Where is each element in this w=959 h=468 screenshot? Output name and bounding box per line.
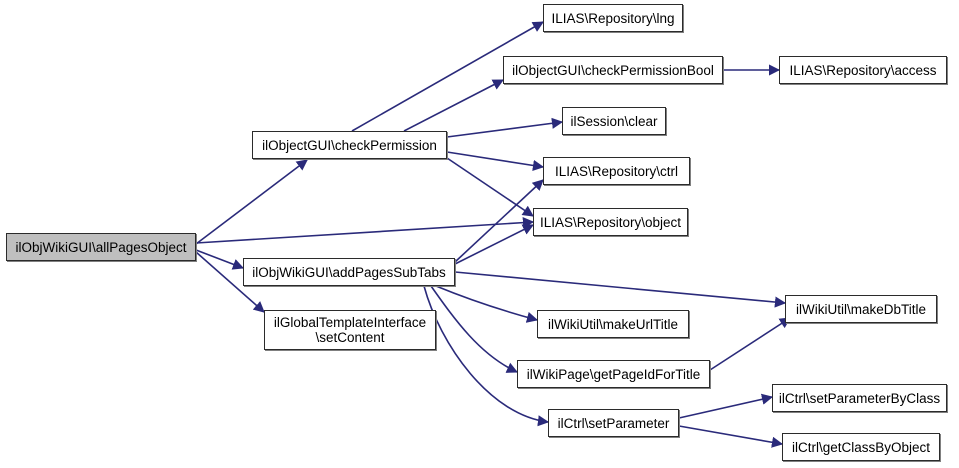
e-aps-makeUrlTitle (435, 285, 539, 323)
e-sp-getClassByObject (678, 425, 784, 448)
node-setContent[interactable]: ilGlobalTemplateInterface \setContent (264, 310, 436, 350)
node-setParameter[interactable]: ilCtrl\setParameter (548, 409, 679, 437)
node-access[interactable]: ILIAS\Repository\access (779, 56, 947, 84)
e-sp-setParameterByClass (678, 393, 774, 419)
e-cp-checkPermissionBool (403, 79, 504, 132)
e-aps-object (454, 224, 535, 265)
e-gpift-makeDbTitle (709, 317, 791, 371)
e-cp-object (446, 157, 534, 217)
node-checkPermissionBool[interactable]: ilObjectGUI\checkPermissionBool (503, 56, 723, 84)
e-aps-getPageIdForTitle (430, 285, 519, 373)
e-root-checkPermission (195, 159, 308, 245)
node-getPageIdForTitle[interactable]: ilWikiPage\getPageIdForTitle (517, 360, 710, 388)
e-root-setContent (195, 251, 265, 313)
node-makeDbTitle[interactable]: ilWikiUtil\makeDbTitle (785, 295, 937, 323)
node-lng[interactable]: ILIAS\Repository\lng (543, 4, 683, 32)
e-root-addPagesSubTabs (195, 249, 245, 270)
node-clear[interactable]: ilSession\clear (562, 107, 666, 135)
node-allPagesObject[interactable]: ilObjWikiGUI\allPagesObject (6, 233, 196, 261)
node-getClassByObject[interactable]: ilCtrl\getClassByObject (782, 433, 940, 461)
node-setParameterByClass[interactable]: ilCtrl\setParameterByClass (772, 384, 947, 412)
node-object[interactable]: ILIAS\Repository\object (533, 208, 688, 236)
e-cp-ctrl (446, 151, 545, 171)
e-aps-setParameter (423, 285, 550, 427)
node-ctrl[interactable]: ILIAS\Repository\ctrl (543, 157, 690, 185)
e-root-object (195, 217, 535, 244)
node-addPagesSubTabs[interactable]: ilObjWikiGUI\addPagesSubTabs (243, 258, 455, 286)
node-checkPermission[interactable]: ilObjectGUI\checkPermission (252, 131, 447, 159)
e-aps-makeDbTitle (454, 271, 787, 308)
node-makeUrlTitle[interactable]: ilWikiUtil\makeUrlTitle (537, 310, 689, 338)
e-cp-clear (446, 117, 564, 138)
e-aps-ctrl (454, 179, 544, 263)
edge-paths (195, 21, 791, 448)
e-cp-lng (351, 21, 544, 132)
